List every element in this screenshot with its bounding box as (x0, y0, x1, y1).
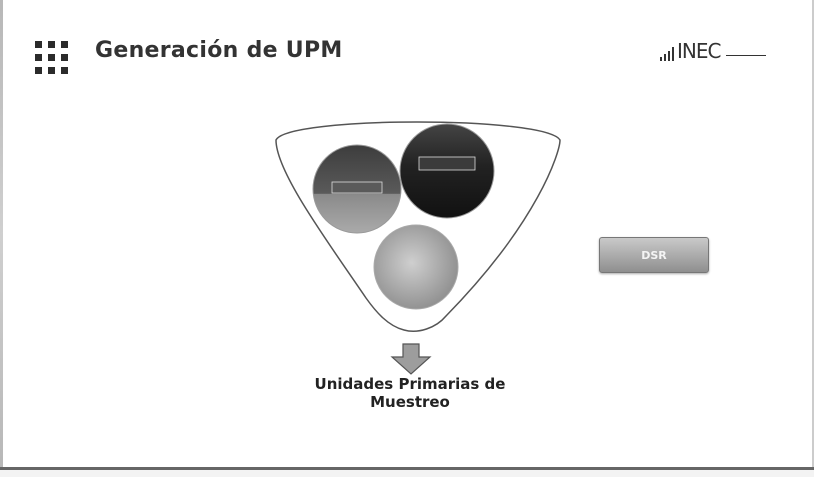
circle-top-left-label-box (331, 181, 383, 194)
dsr-button: DSR (599, 237, 709, 273)
funnel-diagram (275, 121, 561, 332)
signal-bars-icon (660, 47, 674, 61)
scan-left-edge (0, 0, 3, 467)
slide-bottom-border (0, 467, 814, 470)
inec-logo: INEC (660, 39, 767, 63)
grid-dots-icon (35, 41, 68, 74)
circle-bottom (373, 224, 459, 310)
output-label: Unidades Primarias de Muestreo (314, 375, 506, 411)
scan-right-edge (812, 0, 814, 467)
logo-tagline-line (726, 55, 767, 56)
down-arrow-icon (390, 343, 432, 375)
scan-bottom-margin (0, 470, 814, 477)
circle-top-right-label-box (418, 156, 476, 171)
circle-top-right (399, 123, 495, 219)
logo-text: INEC (677, 39, 721, 63)
slide-title: Generación de UPM (95, 38, 343, 63)
